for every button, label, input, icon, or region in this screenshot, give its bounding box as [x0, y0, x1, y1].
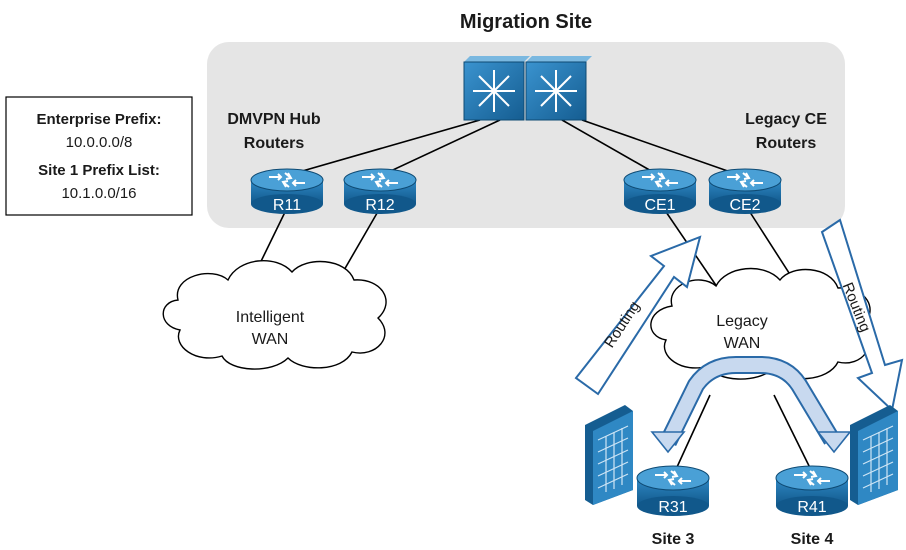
- router-r31-label: R31: [658, 499, 687, 516]
- legacy-ce-label-line1: Legacy CE: [745, 111, 827, 128]
- switch-arrows-icon: [535, 70, 577, 112]
- core-switch-2: [525, 56, 592, 121]
- link-switch-ce1: [561, 119, 661, 177]
- router-r41-label: R41: [797, 499, 826, 516]
- dmvpn-hub-label-line2: Routers: [244, 135, 305, 152]
- link-switch-ce2: [581, 119, 743, 177]
- router-ce2: CE2: [708, 168, 782, 214]
- link-switch-r11: [284, 119, 481, 177]
- site-traffic-arrow: [650, 356, 852, 454]
- diagram-title: Migration Site: [460, 11, 592, 33]
- site4-label: Site 4: [791, 531, 834, 548]
- dmvpn-hub-label-line1: DMVPN Hub: [227, 111, 321, 128]
- intelligent-wan-cloud: Intelligent WAN: [162, 260, 387, 370]
- site1-prefix-label: Site 1 Prefix List:: [38, 162, 160, 179]
- intelligent-wan-label-line2: WAN: [252, 331, 289, 348]
- router-r41: R41: [775, 465, 849, 516]
- legacy-wan-label-line2: WAN: [724, 335, 761, 352]
- link-switch-r12: [379, 119, 501, 177]
- router-ce1-label: CE1: [644, 197, 675, 214]
- legacy-wan-label-line1: Legacy: [716, 313, 768, 330]
- enterprise-prefix-label: Enterprise Prefix:: [36, 111, 161, 128]
- site1-prefix-value: 10.1.0.0/16: [61, 185, 136, 202]
- core-switch-1: [463, 56, 530, 121]
- switch-arrows-icon: [473, 70, 515, 112]
- router-r11-label: R11: [273, 197, 301, 214]
- router-r12: R12: [343, 168, 417, 214]
- enterprise-prefix-value: 10.0.0.0/8: [66, 134, 133, 151]
- intelligent-wan-label-line1: Intelligent: [236, 309, 305, 326]
- site4-building-icon: [850, 405, 898, 505]
- router-ce2-label: CE2: [729, 197, 760, 214]
- site3-label: Site 3: [652, 531, 695, 548]
- router-r31: R31: [636, 465, 710, 516]
- router-ce1: CE1: [623, 168, 697, 214]
- prefix-info-box: Enterprise Prefix: 10.0.0.0/8 Site 1 Pre…: [5, 96, 193, 216]
- site3-building-icon: [585, 405, 633, 505]
- link-lwan-r31: [671, 394, 711, 479]
- router-r12-label: R12: [365, 197, 394, 214]
- link-lwan-r41: [773, 394, 816, 479]
- legacy-ce-label-line2: Routers: [756, 135, 817, 152]
- router-r11: R11: [250, 168, 324, 214]
